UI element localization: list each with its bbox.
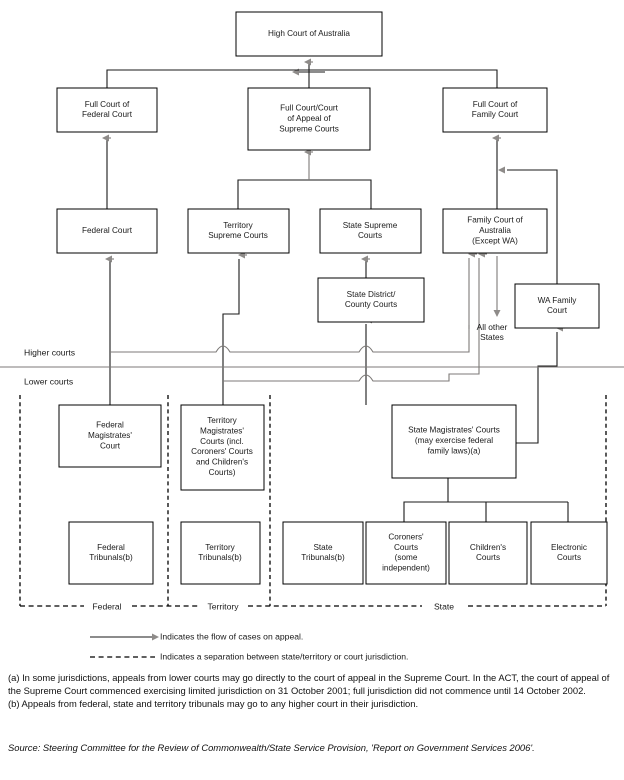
edge-bus-state-lower-courts — [403, 478, 449, 522]
node-high-court-of-australia[interactable]: High Court of Australia — [235, 11, 383, 57]
label-jurisdiction-federal: Federal — [92, 601, 121, 611]
node-state-district-county-courts[interactable]: State District/County Courts — [317, 277, 425, 323]
edge-wa-family-to-full-family — [507, 169, 558, 284]
rail-lower-courts — [223, 325, 480, 382]
legend-dashed-text: Indicates a separation between state/ter… — [160, 651, 408, 661]
node-federal-court[interactable]: Federal Court — [56, 208, 158, 254]
node-label-high-court: High Court of Australia — [268, 29, 350, 38]
node-label-state-district: State District/County Courts — [345, 290, 397, 309]
legend: Indicates the flow of cases on appeal. I… — [90, 631, 408, 661]
label-jurisdiction-state: State — [434, 601, 454, 611]
rail-higher-courts — [110, 325, 470, 353]
label-lower-courts: Lower courts — [24, 376, 73, 386]
edge-state-magistrates-to-wa-family — [516, 332, 558, 444]
legend-arrow-text: Indicates the flow of cases on appeal. — [160, 631, 303, 641]
edge-bus-full-courts — [106, 69, 498, 88]
edge-bus-supreme-courts — [237, 179, 372, 209]
node-label-federal-court: Federal Court — [82, 226, 133, 235]
node-state-magistrates-courts[interactable]: State Magistrates' Courts(may exercise f… — [391, 404, 517, 479]
label-jurisdiction-territory: Territory — [207, 601, 239, 611]
connector-layer — [0, 58, 624, 522]
edge-terr-magistrates-to-terr-supreme — [222, 259, 240, 405]
label-higher-courts: Higher courts — [24, 347, 75, 357]
source-note: Source: Steering Committee for the Revie… — [8, 742, 535, 753]
footnote-b: (b) Appeals from federal, state and terr… — [8, 697, 419, 709]
footnotes: (a) In some jurisdictions, appeals from … — [8, 672, 620, 711]
node-label-state-magistrates: State Magistrates' Courts(may exercise f… — [408, 426, 500, 456]
footnote-a: (a) In some jurisdictions, appeals from … — [8, 672, 610, 696]
